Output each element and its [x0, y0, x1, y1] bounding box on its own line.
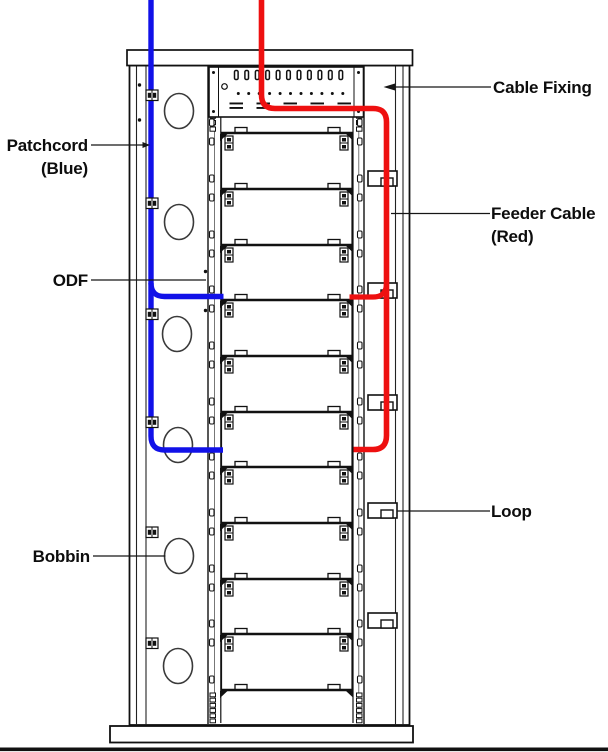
- odf-rack: [203, 66, 365, 724]
- cable-clip: [145, 197, 159, 210]
- bobbin-hole: [163, 203, 195, 241]
- top-cap: [126, 49, 414, 67]
- label-feeder-line2: (Red): [491, 227, 534, 246]
- loop-bracket: [367, 502, 398, 519]
- cable-clip: [145, 89, 159, 102]
- loop-bracket: [367, 394, 398, 411]
- label-patchcord-line1: Patchcord: [6, 136, 89, 155]
- bobbin-hole: [162, 647, 194, 685]
- patchcord-main: [148, 0, 224, 300]
- label-patchcord: Patchcord (Blue): [0, 134, 89, 180]
- ground-line: [0, 747, 608, 752]
- feeder-cable: [258, 0, 390, 453]
- label-feeder-line1: Feeder Cable: [491, 204, 596, 223]
- label-odf: ODF: [52, 271, 88, 290]
- label-loop: Loop: [491, 502, 532, 521]
- cable-clip: [145, 308, 159, 321]
- feeder-cable-main: [258, 0, 390, 453]
- bobbin-hole: [161, 315, 193, 353]
- base-plinth: [109, 725, 414, 744]
- leader-cable-fixing: [383, 83, 491, 91]
- cabinet-frame: [109, 49, 414, 744]
- cable-clip: [145, 526, 159, 539]
- label-bobbin: Bobbin: [32, 547, 91, 566]
- label-patchcord-line2: (Blue): [41, 159, 88, 178]
- leader-lines: [91, 83, 491, 557]
- loop-bracket: [367, 612, 398, 629]
- label-feeder: Feeder Cable (Red): [491, 202, 596, 248]
- bobbin-hole: [163, 92, 195, 130]
- patchcord-lower: [148, 283, 223, 453]
- bobbin-hole: [162, 426, 194, 464]
- cable-clip: [145, 637, 159, 650]
- label-cable-fixing: Cable Fixing: [493, 78, 592, 97]
- patchcord-cable: [148, 0, 224, 453]
- loop-bracket: [367, 170, 398, 187]
- leader-patchcord: [91, 142, 150, 148]
- cable-clip: [145, 416, 159, 429]
